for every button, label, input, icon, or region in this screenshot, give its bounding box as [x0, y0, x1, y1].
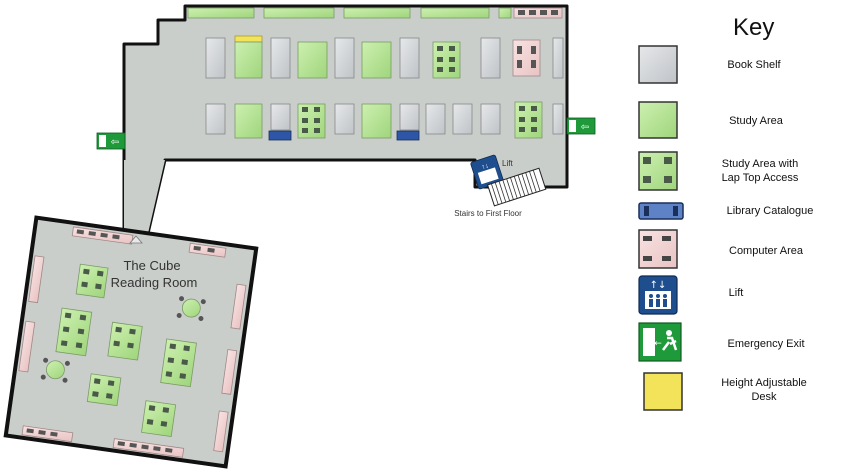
entrance-marker — [129, 235, 143, 244]
key-label-laptop-study: Study Area with Lap Top Access — [721, 158, 799, 184]
key-label-catalogue: Library Catalogue — [726, 205, 814, 217]
svg-text:⇦: ⇦ — [581, 122, 589, 133]
key-label-height-desk: Height Adjustable Desk — [721, 377, 807, 403]
stairs-label: Stairs to First Floor — [454, 209, 522, 218]
emergency-exit-icon: ⇦ — [566, 117, 596, 135]
svg-text:↑↓: ↑↓ — [481, 162, 490, 171]
emergency-exit-icon: ⇦ — [96, 132, 126, 150]
key-label-study-area: Study Area — [729, 115, 783, 127]
laptop-seats — [302, 46, 537, 133]
svg-text:⇦: ⇦ — [111, 137, 119, 148]
key-label-bookshelf: Book Shelf — [727, 59, 781, 71]
room-title-line-2: Reading Room — [111, 275, 198, 290]
key-label-lift: Lift — [728, 287, 744, 299]
key-title: Key — [733, 14, 775, 41]
key-label-computer-area: Computer Area — [729, 245, 803, 257]
room-title-line-1: The Cube — [123, 258, 180, 273]
cube-furniture: The Cube Reading Room — [18, 226, 247, 458]
key-label-emergency-exit: Emergency Exit — [727, 338, 805, 350]
stairs — [486, 167, 547, 207]
computer-seats — [517, 10, 558, 68]
shelf-row-2 — [205, 101, 564, 141]
top-wall-study-areas — [187, 7, 563, 19]
lift-icon: ↑↓ — [470, 154, 504, 190]
lift-label: Lift — [502, 159, 513, 168]
